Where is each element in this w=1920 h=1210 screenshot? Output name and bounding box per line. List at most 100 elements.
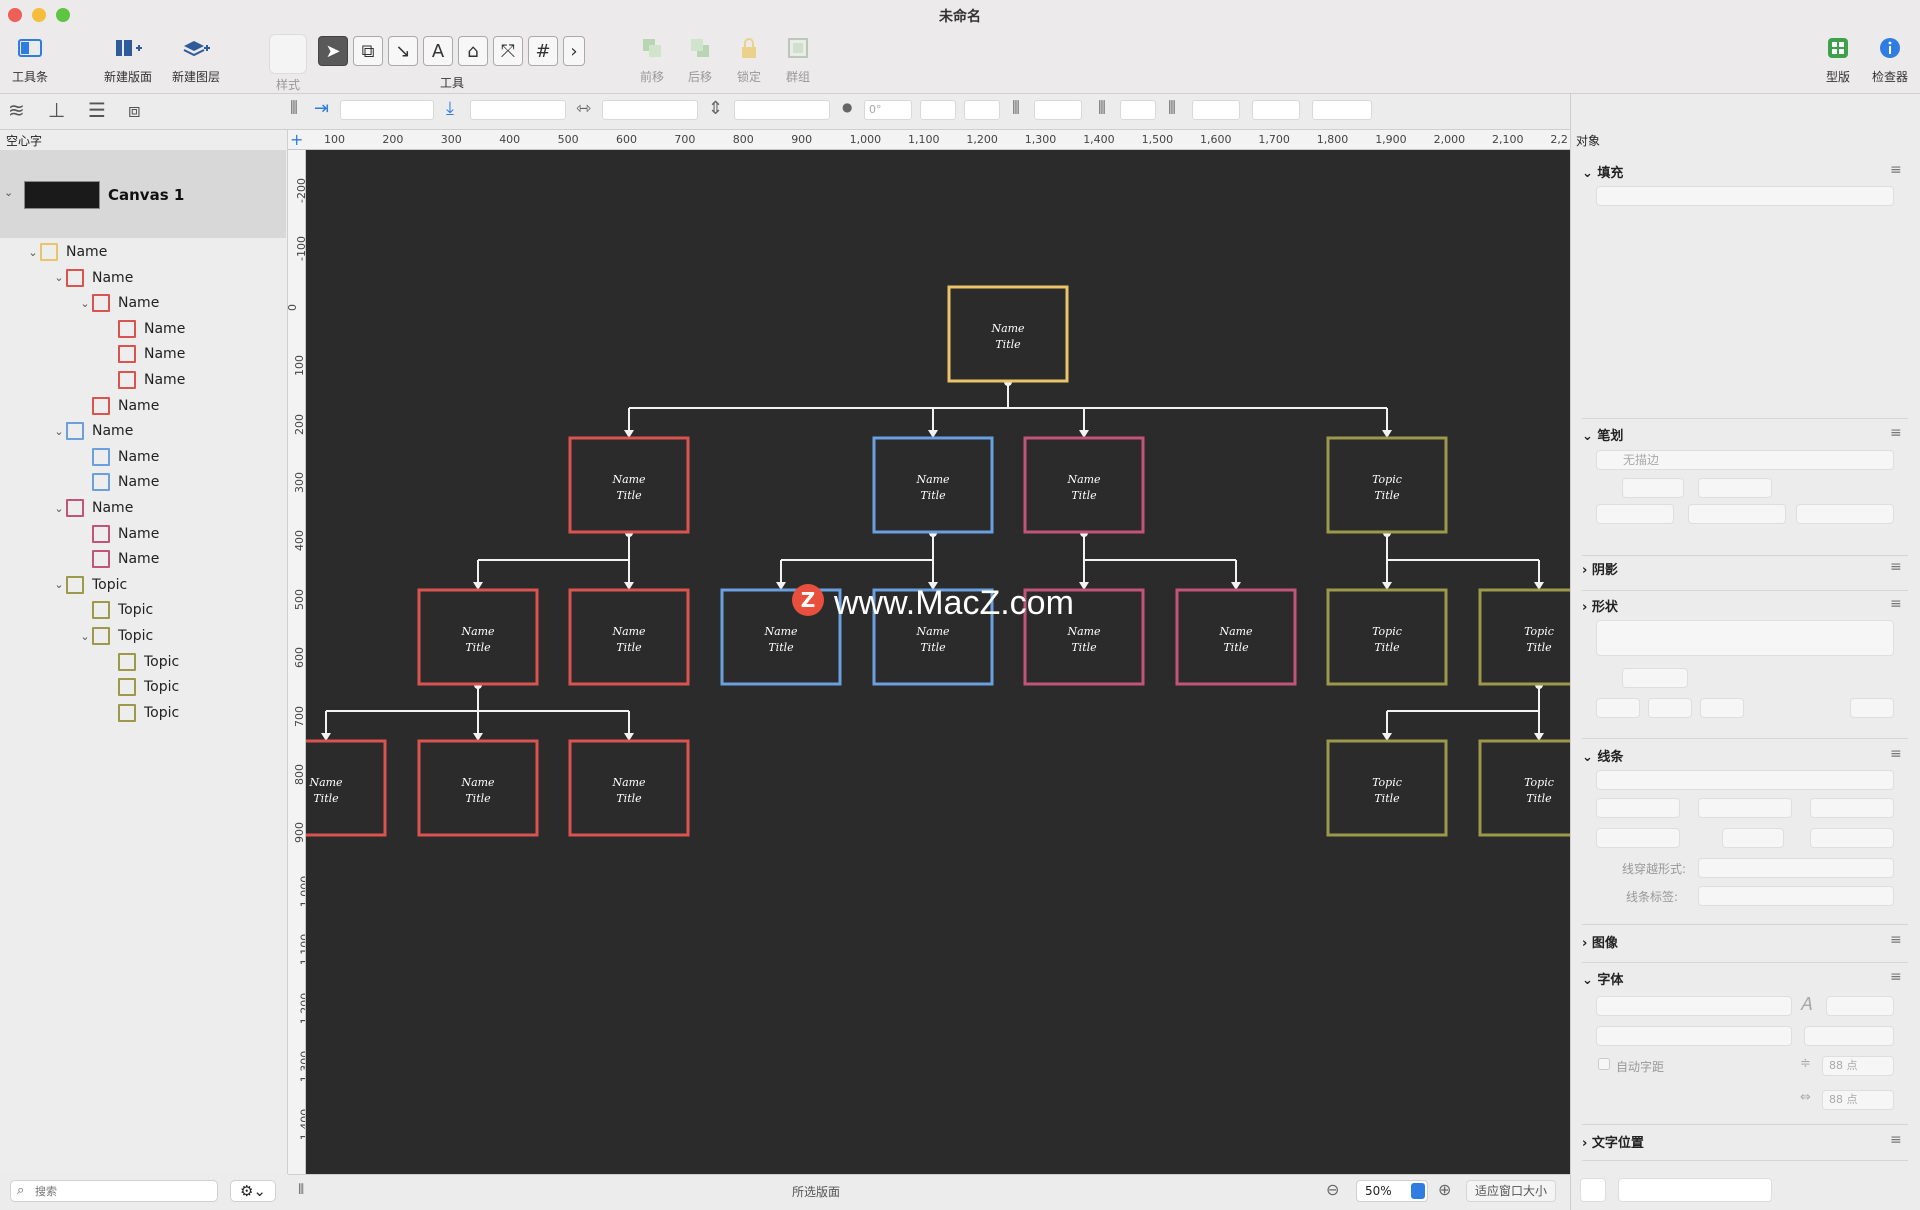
chevron-down-icon[interactable]: ⌄ <box>28 245 38 259</box>
line-head-dropdown[interactable] <box>1810 798 1894 818</box>
line-spacing-stepper[interactable]: 88 点 <box>1822 1056 1894 1076</box>
section-menu-icon[interactable]: ≡ <box>1890 425 1902 441</box>
rotation-knob-icon[interactable]: ● <box>842 100 853 114</box>
shape-action-button[interactable] <box>1700 698 1744 718</box>
close-window-button[interactable] <box>8 8 22 22</box>
org-node-box[interactable] <box>1326 739 1448 837</box>
chevron-down-icon[interactable]: ⌄ <box>54 424 64 438</box>
outline-item[interactable]: Topic <box>104 650 179 674</box>
chevron-down-icon[interactable]: ⌄ <box>80 296 90 310</box>
send-backward-button[interactable]: 后移 <box>680 34 720 85</box>
outline-item[interactable]: Name <box>78 445 159 469</box>
outline-item[interactable]: ⌄Topic <box>52 573 127 597</box>
inspector-footer-button[interactable] <box>1580 1178 1606 1202</box>
zoom-out-icon[interactable]: ⊖ <box>1326 1180 1340 1199</box>
sidebar-toggle-button[interactable]: 工具条 <box>6 34 54 85</box>
stroke-type-dropdown[interactable]: 无描边 <box>1596 450 1894 470</box>
org-node-box[interactable] <box>947 285 1069 383</box>
fill-swatch-dropdown[interactable] <box>1034 100 1082 120</box>
shadow-dropdown[interactable] <box>1252 100 1300 120</box>
outline-item[interactable]: Topic <box>78 598 153 622</box>
zoom-field[interactable]: 50% <box>1356 1180 1428 1202</box>
text-tool[interactable]: A <box>423 36 453 66</box>
new-layer-button[interactable]: 新建图层 <box>166 34 226 85</box>
org-node-box[interactable] <box>1326 588 1448 686</box>
stroke-color-well[interactable] <box>1120 100 1156 120</box>
line-tool[interactable]: ↘ <box>388 36 418 66</box>
line-corner-stepper[interactable] <box>1722 828 1784 848</box>
grid-tool[interactable]: # <box>528 36 558 66</box>
org-node-box[interactable] <box>568 739 690 837</box>
line-width-stepper[interactable] <box>1596 828 1680 848</box>
outline-item[interactable]: Name <box>78 470 159 494</box>
sidebar-search[interactable]: ⌕ <box>10 1180 218 1202</box>
corner-radius-stepper[interactable] <box>1622 668 1688 688</box>
width-field[interactable] <box>602 100 698 120</box>
org-node-box[interactable] <box>872 588 994 686</box>
zoom-window-button[interactable] <box>56 8 70 22</box>
section-menu-icon[interactable]: ≡ <box>1890 596 1902 612</box>
bring-forward-button[interactable]: 前移 <box>632 34 672 85</box>
shape-picker[interactable] <box>1596 620 1894 656</box>
stroke-width-field[interactable] <box>1312 100 1372 120</box>
shape-action-button[interactable] <box>1850 698 1894 718</box>
outline-item[interactable]: Name <box>104 368 185 392</box>
section-menu-icon[interactable]: ≡ <box>1890 162 1902 178</box>
lines-section-toggle[interactable]: ⌄ 线条 <box>1582 750 1624 765</box>
character-spacing-stepper[interactable]: 88 点 <box>1822 1090 1894 1110</box>
line-midpoint-dropdown[interactable] <box>1810 828 1894 848</box>
y-position-field[interactable] <box>470 100 566 120</box>
org-node-box[interactable] <box>417 588 539 686</box>
outline-item[interactable]: ⌄Name <box>52 419 133 443</box>
flip-horizontal-button[interactable] <box>920 100 956 120</box>
new-canvas-button[interactable]: 新建版面 <box>98 34 158 85</box>
org-node-box[interactable] <box>306 739 387 837</box>
objects-icon[interactable]: ⧈ <box>128 98 141 122</box>
swap-arrows-button[interactable] <box>1698 798 1792 818</box>
stroke-section-toggle[interactable]: ⌄ 笔划 <box>1582 429 1624 444</box>
connector-group[interactable] <box>1079 529 1241 590</box>
stroke-pattern-dropdown[interactable] <box>1596 504 1674 524</box>
connector-group[interactable] <box>473 529 634 590</box>
section-menu-icon[interactable]: ≡ <box>1890 1132 1902 1148</box>
connector-group[interactable] <box>776 529 938 590</box>
org-node-box[interactable] <box>417 739 539 837</box>
stencils-button[interactable]: 型版 <box>1818 34 1858 85</box>
shape-section-toggle[interactable]: › 形状 <box>1582 600 1618 615</box>
org-node-box[interactable] <box>1023 436 1145 534</box>
chevron-down-icon[interactable]: ⌄ <box>4 186 14 199</box>
text-color-well[interactable] <box>1804 1026 1894 1046</box>
org-node-box[interactable] <box>1478 588 1570 686</box>
outline-icon[interactable]: ☰ <box>88 98 106 122</box>
outline-item[interactable]: Name <box>78 547 159 571</box>
layers-icon[interactable]: ≋ <box>8 98 25 122</box>
connector-group[interactable] <box>624 378 1392 438</box>
selection-tool[interactable]: ➤ <box>318 36 348 66</box>
ruler-origin-icon[interactable]: + <box>290 130 304 149</box>
fill-section-toggle[interactable]: ⌄ 填充 <box>1582 166 1624 181</box>
font-size-stepper[interactable] <box>1826 996 1894 1016</box>
line-tail-dropdown[interactable] <box>1596 798 1680 818</box>
org-node-box[interactable] <box>1478 739 1570 837</box>
section-menu-icon[interactable]: ≡ <box>1890 559 1902 575</box>
chevron-down-icon[interactable]: ⌄ <box>54 501 64 515</box>
outline-item[interactable]: Name <box>78 394 159 418</box>
stroke-width-stepper[interactable] <box>1622 478 1684 498</box>
outline-item[interactable]: Name <box>78 522 159 546</box>
rotation-field[interactable]: 0° <box>864 100 912 120</box>
chevron-down-icon[interactable]: ⌄ <box>54 271 64 285</box>
minimize-window-button[interactable] <box>32 8 46 22</box>
